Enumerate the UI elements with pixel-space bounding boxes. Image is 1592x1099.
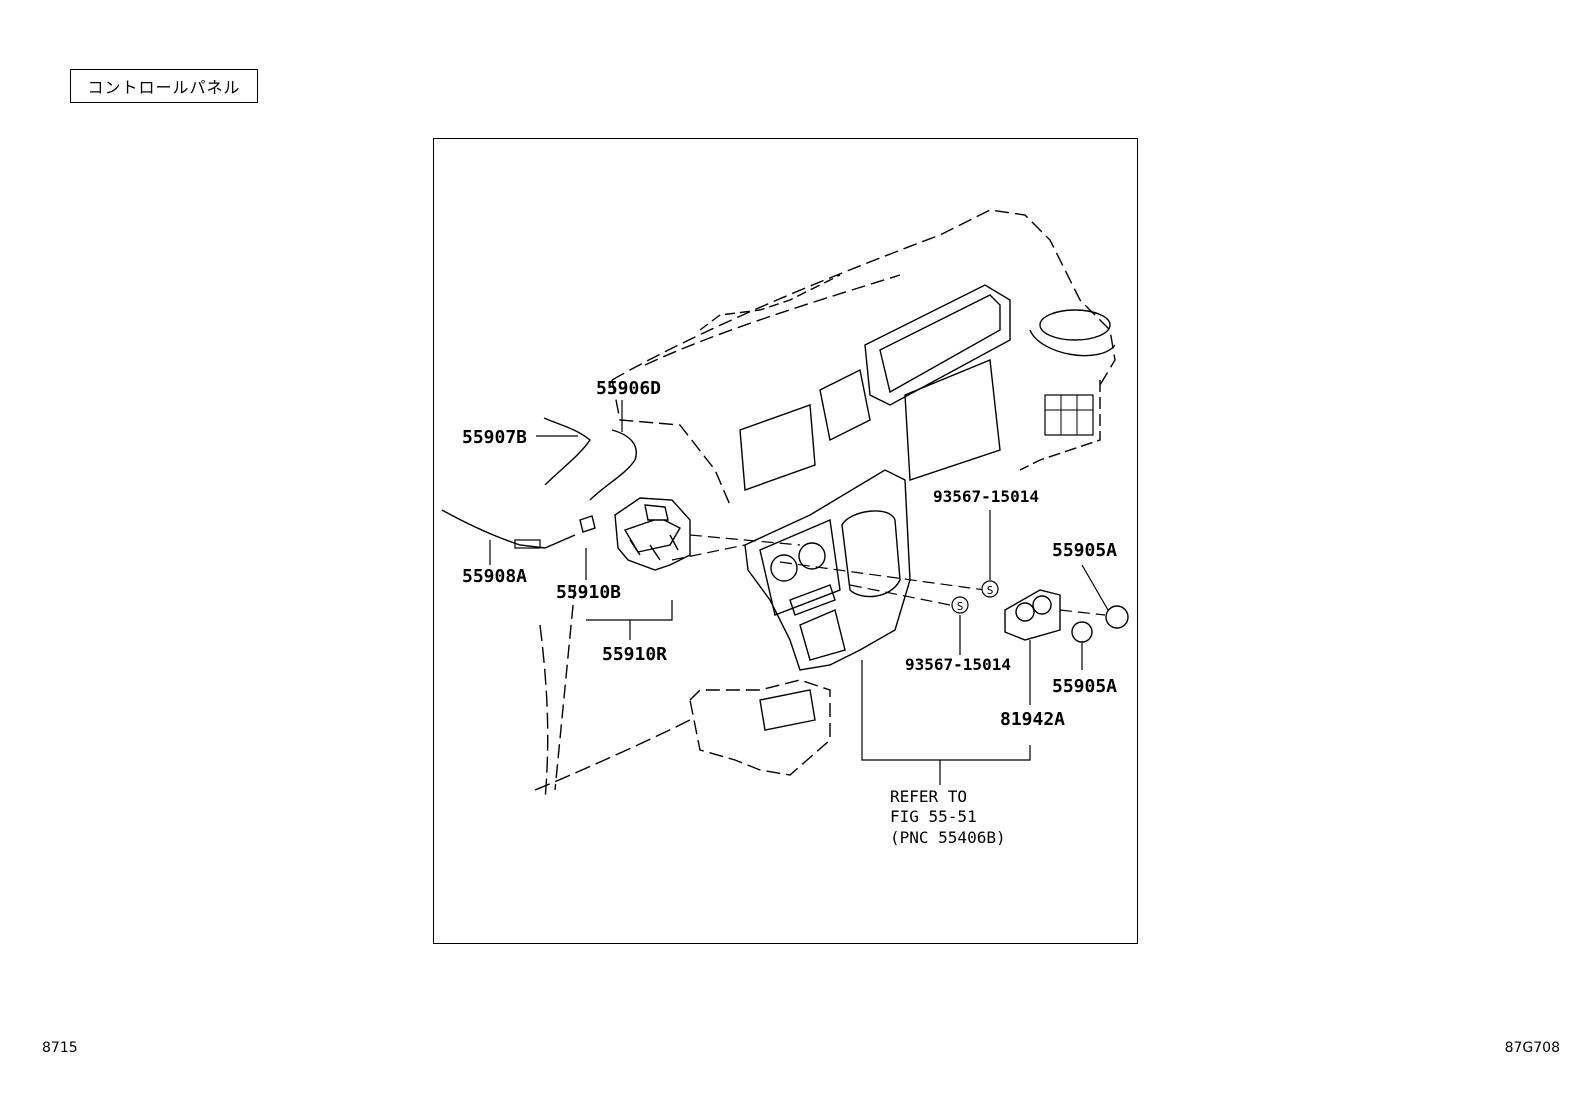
label-55907B: 55907B [462, 427, 527, 448]
svg-text:S: S [987, 584, 994, 597]
svg-text:S: S [957, 600, 964, 613]
cable-55906D [589, 429, 637, 501]
label-55910R: 55910R [602, 644, 667, 665]
label-55910B: 55910B [556, 582, 621, 603]
label-leaders [489, 400, 1109, 785]
label-55908A: 55908A [462, 566, 527, 587]
reference-line-2: FIG 55-51 [890, 807, 977, 826]
label-93567-top: 93567-15014 [933, 487, 1039, 506]
label-55905A-top: 55905A [1052, 540, 1117, 561]
diagram-title: コントロールパネル [70, 69, 258, 103]
cable-55908A [441, 509, 576, 549]
knob-parts [1004, 589, 1129, 643]
clip-55910B [579, 515, 596, 533]
reference-line-1: REFER TO [890, 787, 967, 806]
dashed-leaders [671, 534, 1106, 616]
cable-parts [441, 417, 637, 549]
cable-55907B [543, 417, 591, 486]
dashboard-outline [534, 209, 1116, 801]
label-93567-bottom: 93567-15014 [905, 655, 1011, 674]
page-code-right: 87G708 [1504, 1040, 1560, 1056]
label-55906D: 55906D [596, 378, 661, 399]
knob-55905A-top [1105, 605, 1129, 629]
heater-control-unit [614, 497, 691, 571]
page-code-left: 8715 [42, 1040, 78, 1056]
reference-line-3: (PNC 55406B) [890, 828, 1006, 847]
knob-55905A-bottom [1071, 621, 1093, 643]
label-55905A-bottom: 55905A [1052, 676, 1117, 697]
diagram-frame [433, 138, 1138, 944]
label-81942A: 81942A [1000, 709, 1065, 730]
screw-symbols: S S [951, 580, 999, 614]
